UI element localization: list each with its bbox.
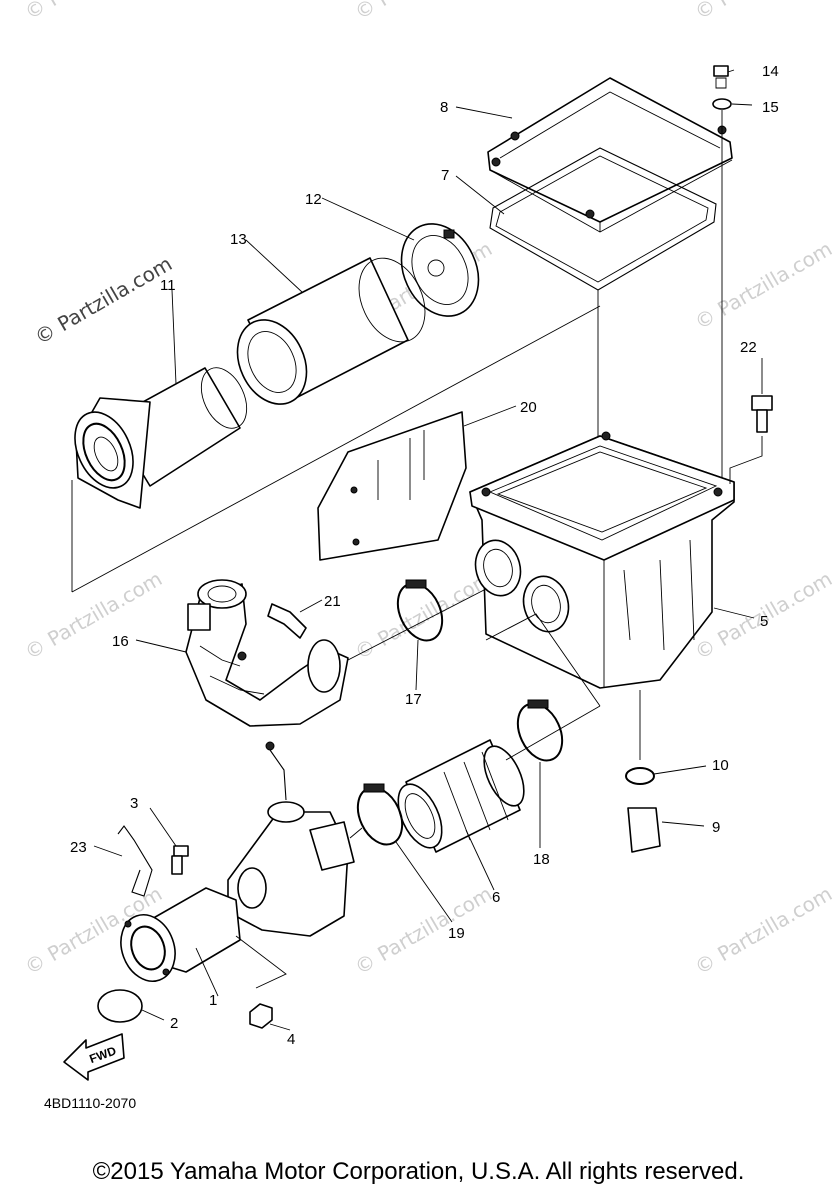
o-ring-2: [97, 989, 143, 1023]
filter-cap: [400, 223, 480, 317]
guide-line: [235, 935, 287, 989]
fwd-arrow: FWD: [63, 1033, 125, 1081]
guide-line: [71, 305, 601, 593]
diagram-code: 4BD1110-2070: [44, 1095, 136, 1111]
foam-filter: [236, 257, 426, 405]
drain-cap-9: [627, 807, 661, 853]
guide-line: [349, 827, 363, 839]
callout-19: 19: [448, 925, 465, 942]
divider-plate: [317, 411, 467, 561]
bolt-22: [751, 395, 773, 433]
callout-12: 12: [305, 191, 322, 208]
carburetor: [227, 741, 355, 937]
callout-14: 14: [762, 63, 779, 80]
copyright-footer: ©2015 Yamaha Motor Corporation, U.S.A. A…: [92, 1158, 745, 1185]
intake-duct: [185, 579, 349, 727]
watermark: © Partzilla.com: [21, 566, 167, 664]
screw-3: [171, 845, 189, 875]
guide-line: [505, 705, 601, 761]
callout-16: 16: [112, 633, 129, 650]
cover-gasket-inner: [495, 155, 709, 283]
leader-lines: [93, 69, 763, 1031]
clamp-17: [396, 579, 444, 642]
callout-15: 15: [762, 99, 779, 116]
clip-23: [117, 825, 153, 897]
callout-7: 7: [441, 167, 449, 184]
callout-1: 1: [209, 992, 217, 1009]
watermark: © Partzilla.com: [691, 236, 837, 334]
callout-6: 6: [492, 889, 500, 906]
callout-5: 5: [760, 613, 768, 630]
callout-3: 3: [130, 795, 138, 812]
callout-10: 10: [712, 757, 729, 774]
callout-2: 2: [170, 1015, 178, 1032]
callout-23: 23: [70, 839, 87, 856]
screw-14: [713, 65, 729, 89]
callout-13: 13: [230, 231, 247, 248]
callout-22: 22: [740, 339, 757, 356]
nut-4: [249, 1003, 273, 1029]
guide-line: [729, 436, 763, 484]
watermark: © Partzilla.com: [21, 0, 167, 24]
callout-17: 17: [405, 691, 422, 708]
washer-15: [712, 98, 732, 110]
callout-21: 21: [324, 593, 341, 610]
carburetor-joint: [397, 739, 525, 853]
clamp-10: [625, 767, 655, 785]
callouts: 1 2 3 4 5 6 7 8 9 10 11 12 13 14 15 16 1…: [70, 63, 779, 1048]
watermark: © Partzilla.com: [691, 881, 837, 979]
air-box: [469, 431, 735, 689]
watermark: © Partzilla.com: [691, 0, 837, 24]
watermark: © Partzilla.com: [351, 0, 497, 24]
callout-18: 18: [533, 851, 550, 868]
air-box-cover: [487, 77, 733, 233]
cover-gasket: [489, 147, 717, 291]
watermark: © Partzilla.com: [351, 881, 497, 979]
intake-manifold: [120, 887, 241, 982]
guide-line: [485, 613, 601, 707]
callout-9: 9: [712, 819, 720, 836]
callout-11: 11: [160, 277, 176, 294]
filter-element: [74, 367, 248, 509]
watermark-main: © Partzilla.com: [31, 251, 177, 349]
clamp-19: [356, 783, 404, 846]
guide-line: [347, 589, 485, 661]
callout-8: 8: [440, 99, 448, 116]
clamp-18: [516, 699, 564, 762]
callout-20: 20: [520, 399, 537, 416]
callout-4: 4: [287, 1031, 295, 1048]
hose-21: [267, 603, 307, 639]
